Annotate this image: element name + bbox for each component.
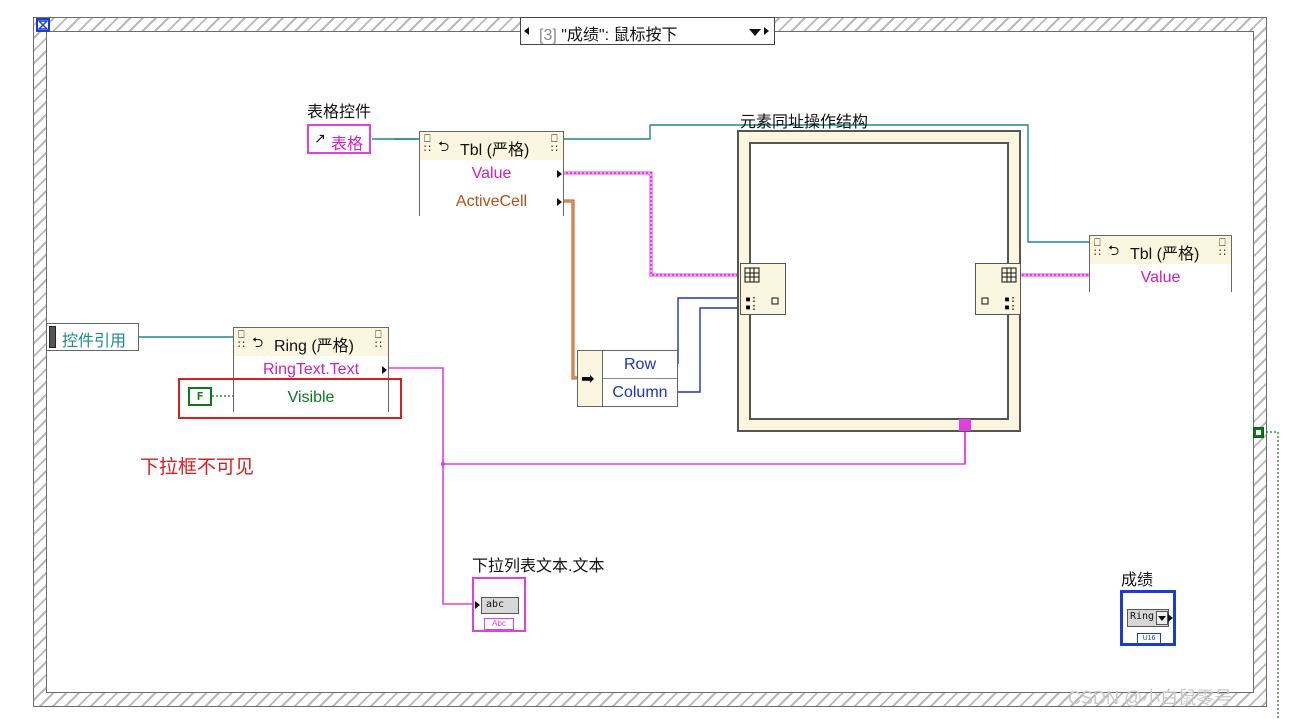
node-in-icon: ⎕∷ <box>238 329 245 351</box>
node-in-icon: ⎕∷ <box>424 133 431 155</box>
highlight-box <box>178 378 402 419</box>
unbundle-arrow-icon: ➡ <box>581 371 595 388</box>
svg-text:▪:: ▪: <box>1004 302 1016 313</box>
key-icon: ⮌ <box>252 334 264 350</box>
ring-text-indicator-caption: 下拉列表文本.文本 <box>472 558 605 575</box>
index-array-border-node-right[interactable]: ▪: ▪: <box>975 263 1021 315</box>
tbl-node-header: ⎕∷ ⮌ Tbl (严格) ⎕∷ <box>1090 236 1231 265</box>
control-reference[interactable]: 控件引用 <box>46 323 139 351</box>
output-arrow-icon <box>557 198 562 206</box>
node-out-icon: ⎕∷ <box>551 133 558 155</box>
tbl-property-node-write[interactable]: ⎕∷ ⮌ Tbl (严格) ⎕∷ Value <box>1089 235 1232 292</box>
node-in-icon: ⎕∷ <box>1094 237 1101 259</box>
event-case-index: [3] <box>539 27 557 44</box>
node-out-icon: ⎕∷ <box>375 329 382 351</box>
tbl-property-node-read[interactable]: ⎕∷ ⮌ Tbl (严格) ⎕∷ Value ActiveCell <box>419 131 564 216</box>
ring-node-title: Ring (严格) <box>274 338 355 355</box>
unbundle-handle: ➡ <box>578 351 603 406</box>
tbl-prop-value[interactable]: Value <box>420 160 563 189</box>
unbundle-by-name[interactable]: ➡ Row Column <box>577 350 678 407</box>
ring-type-badge: U16 <box>1137 633 1161 644</box>
output-arrow-icon <box>382 366 387 374</box>
table-control-terminal-label: 表格 <box>331 136 364 153</box>
score-ring-caption: 成绩 <box>1121 572 1154 589</box>
node-out-icon: ⎕∷ <box>1219 237 1226 259</box>
tbl-node-header: ⎕∷ ⮌ Tbl (严格) ⎕∷ <box>420 132 563 161</box>
key-icon: ⮌ <box>438 138 450 154</box>
ring-box: Ring <box>1127 609 1169 627</box>
string-glyph: abc <box>486 599 505 610</box>
unbundle-item-row[interactable]: Row <box>603 351 677 379</box>
tbl-prop-activecell[interactable]: ActiveCell <box>420 188 563 216</box>
event-structure-tag[interactable] <box>36 18 50 32</box>
event-case-text: "成绩": 鼠标按下 <box>561 27 678 44</box>
ring-dropdown-icon <box>1156 611 1168 625</box>
ring-prop-ringtext[interactable]: RingText.Text <box>234 356 388 385</box>
tbl-write-prop-value[interactable]: Value <box>1090 264 1231 292</box>
control-reference-label: 控件引用 <box>62 333 127 350</box>
array-replace-icon: ▪: ▪: <box>981 267 1017 313</box>
reference-arrow-icon: ↗ <box>314 130 326 146</box>
dropdown-arrow-icon[interactable] <box>748 27 762 37</box>
boolean-constant-value: F <box>196 390 204 403</box>
unbundle-item-column[interactable]: Column <box>612 384 668 401</box>
annotation-text: 下拉框不可见 <box>140 457 255 478</box>
ring-glyph: Ring <box>1130 611 1155 622</box>
svg-text:▪:: ▪: <box>745 294 757 305</box>
event-case-selector[interactable]: [3] "成绩": 鼠标按下 <box>520 17 775 45</box>
control-reference-bar <box>49 326 56 348</box>
ring-property-node[interactable]: ⎕∷ ⮌ Ring (严格) ⎕∷ RingText.Text Visible <box>233 327 389 412</box>
next-case-arrow-icon[interactable] <box>764 27 769 35</box>
tbl-node-title: Tbl (严格) <box>1130 246 1200 263</box>
key-icon: ⮌ <box>1108 242 1120 258</box>
string-tunnel <box>959 419 971 431</box>
ring-prop-visible[interactable]: Visible <box>234 384 388 412</box>
ring-node-header: ⎕∷ ⮌ Ring (严格) ⎕∷ <box>234 328 388 357</box>
inplace-structure-caption: 元素同址操作结构 <box>740 114 869 131</box>
prev-case-arrow-icon[interactable] <box>524 27 529 35</box>
input-arrow-icon <box>475 601 480 609</box>
table-control-caption: 表格控件 <box>307 104 372 121</box>
ring-text-indicator[interactable]: abc Abc <box>472 577 526 632</box>
inplace-structure-inner <box>749 142 1009 420</box>
string-type-badge: Abc <box>484 618 514 630</box>
svg-text:▪:: ▪: <box>1004 294 1016 305</box>
array-index-icon: ▪: ▪: <box>744 267 779 313</box>
output-arrow-icon <box>557 170 562 178</box>
output-arrow-icon <box>1168 614 1173 622</box>
boolean-false-constant[interactable]: F <box>188 387 212 406</box>
boolean-output-tunnel[interactable] <box>1253 427 1264 438</box>
watermark: CSDN @小白鼠零号 <box>1068 688 1233 708</box>
tbl-node-title: Tbl (严格) <box>460 142 530 159</box>
index-array-border-node-left[interactable]: ▪: ▪: <box>740 263 786 315</box>
string-indicator-box: abc <box>481 597 519 614</box>
table-control-terminal[interactable]: ↗ 表格 <box>307 124 371 154</box>
svg-text:▪:: ▪: <box>745 302 757 313</box>
event-case-label: [3] "成绩": 鼠标按下 <box>539 21 678 45</box>
score-ring-terminal[interactable]: Ring U16 <box>1120 590 1176 646</box>
